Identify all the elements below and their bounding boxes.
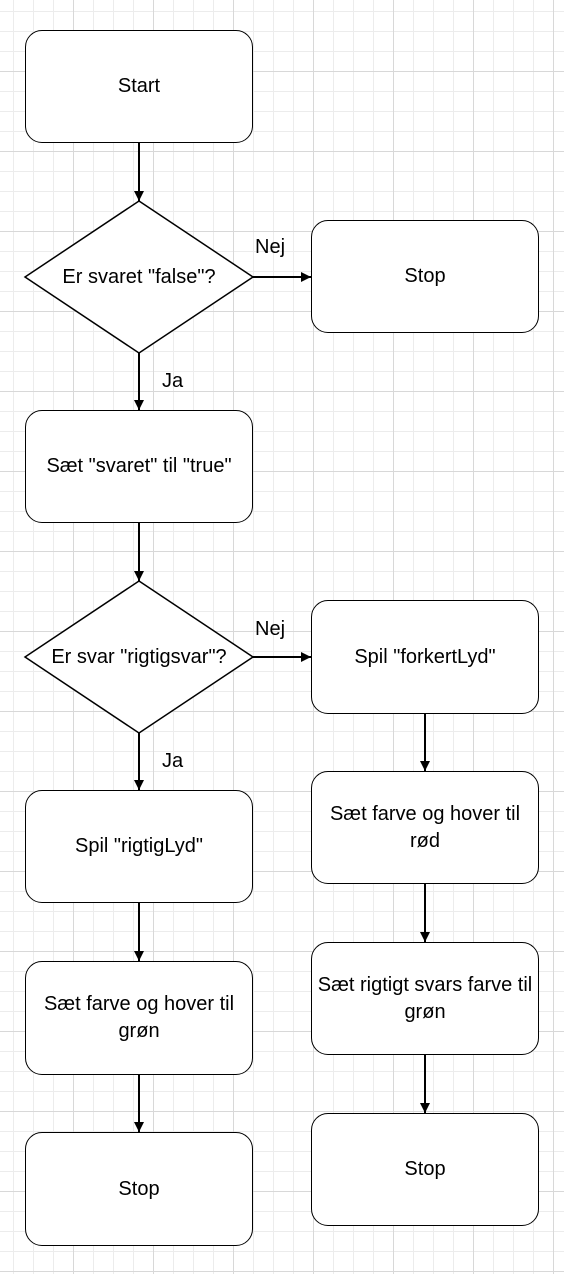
- stop-top-node[interactable]: Stop: [311, 220, 539, 333]
- stop-left-node[interactable]: Stop: [25, 1132, 253, 1246]
- decision-diamond-false: [23, 200, 255, 354]
- set-green-node[interactable]: Sæt farve og hover til grøn: [25, 961, 253, 1075]
- edge-label-yes-2: Ja: [162, 750, 184, 772]
- edge-label-no-2: Nej: [255, 618, 286, 640]
- decision-false-text: Er svaret "false"?: [62, 265, 216, 288]
- stop-right-node[interactable]: Stop: [311, 1113, 539, 1226]
- set-red-node[interactable]: Sæt farve og hover til rød: [311, 771, 539, 884]
- start-node[interactable]: Start: [25, 30, 253, 143]
- play-correct-node[interactable]: Spil "rigtigLyd": [25, 790, 253, 903]
- play-wrong-node[interactable]: Spil "forkertLyd": [311, 600, 539, 714]
- decision-diamond-correct: [23, 580, 255, 734]
- edge-label-yes-1: Ja: [162, 370, 184, 392]
- edge-label-no-1: Nej: [255, 236, 286, 258]
- set-right-green-node[interactable]: Sæt rigtigt svars farve til grøn: [311, 942, 539, 1055]
- decision-correct-text: Er svar "rigtigsvar"?: [51, 645, 227, 668]
- set-true-node[interactable]: Sæt "svaret" til "true": [25, 410, 253, 523]
